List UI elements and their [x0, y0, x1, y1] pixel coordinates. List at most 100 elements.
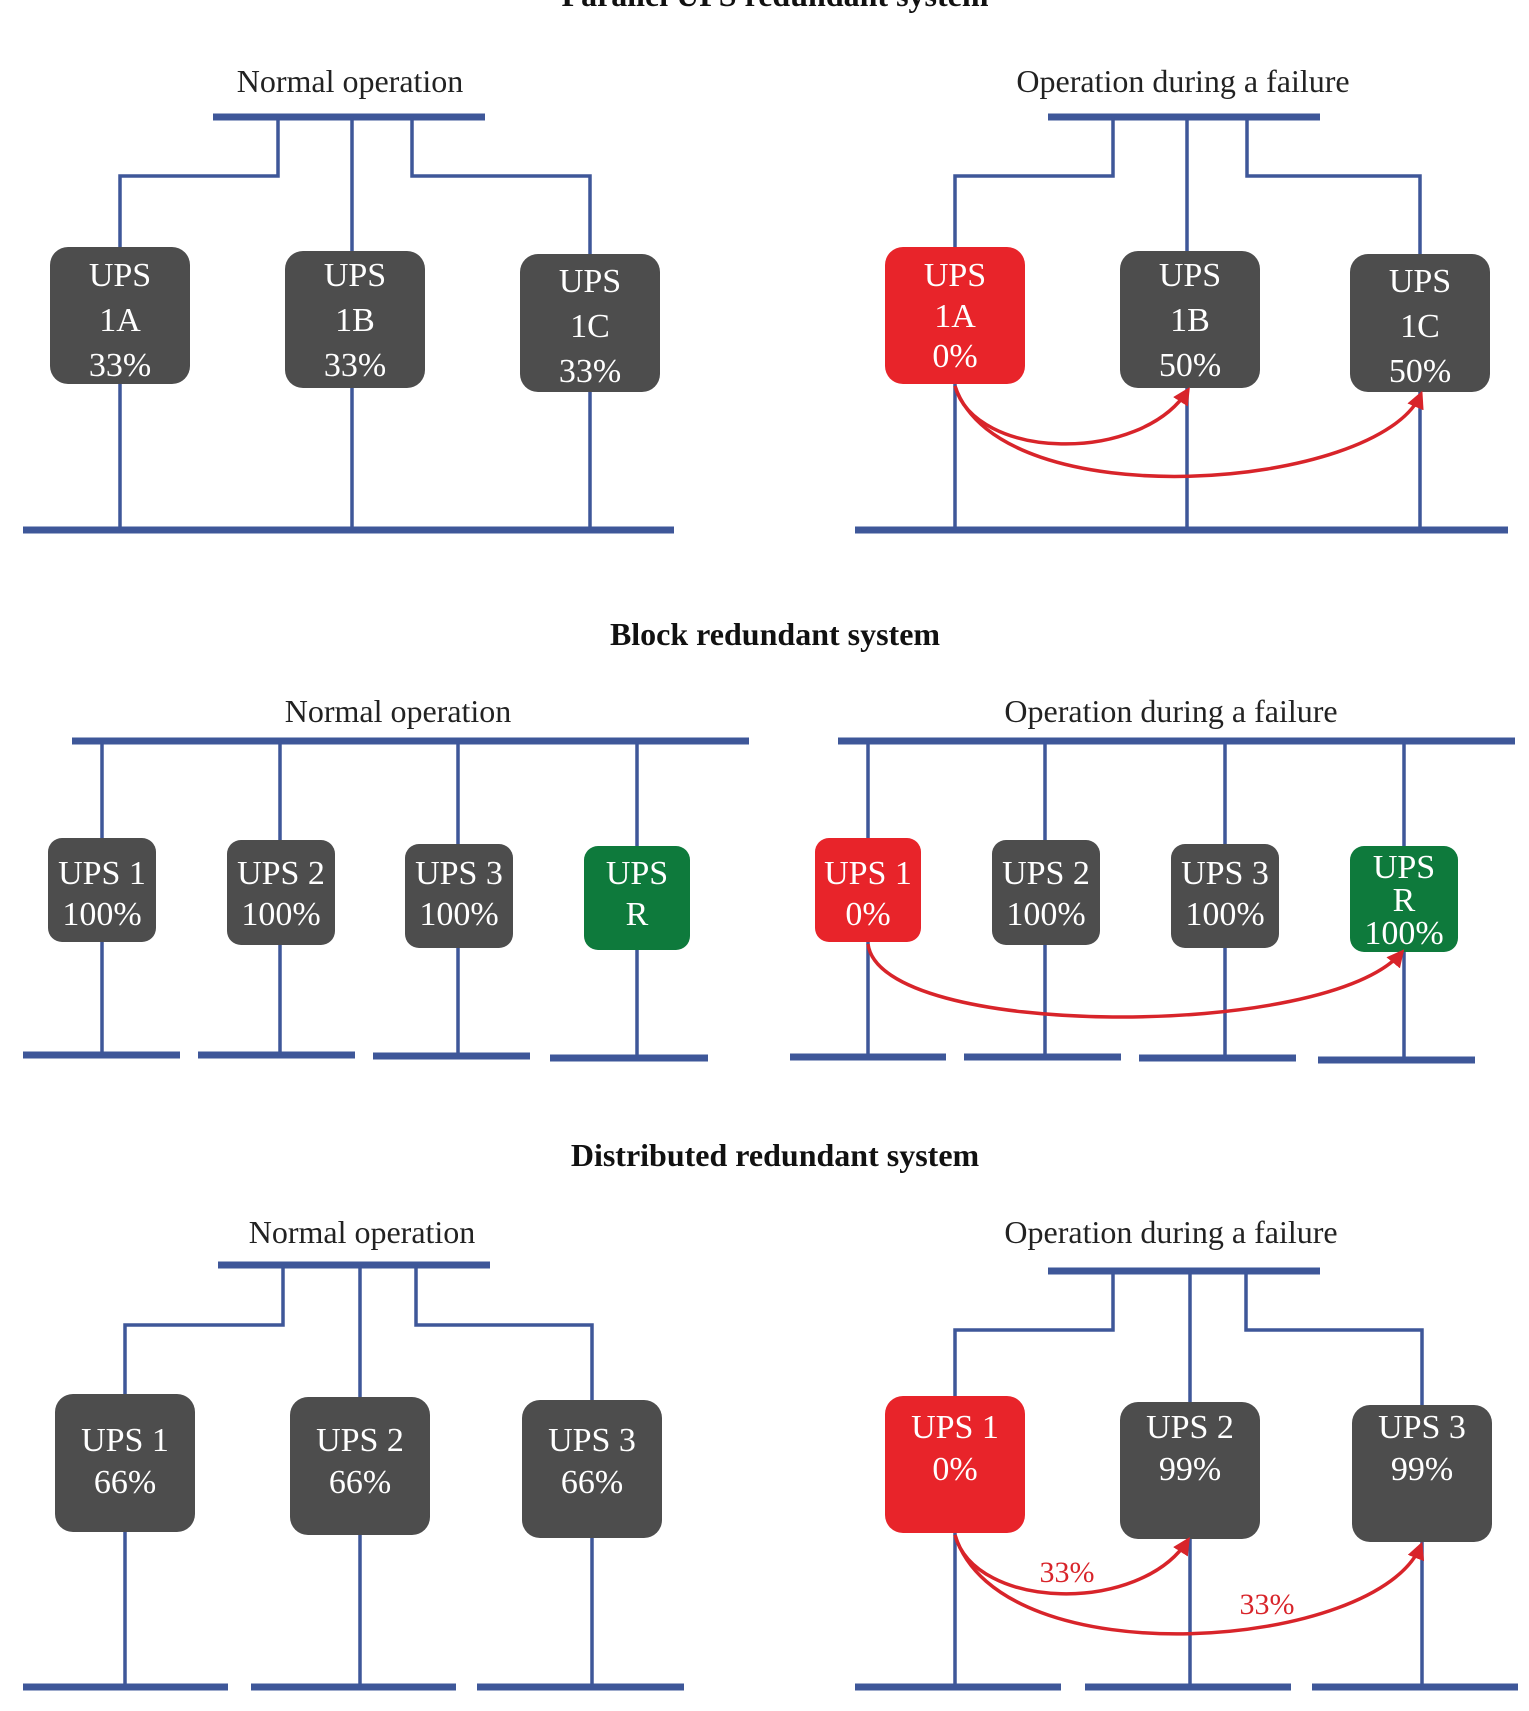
- ups-box-2: UPS 2 100%: [227, 840, 335, 945]
- ups-load: 100%: [1006, 896, 1085, 933]
- panel-label-distributed-normal: Normal operation: [249, 1214, 476, 1250]
- panel-parallel-normal: Normal operation UPS 1A 33% UPS 1B 33%: [23, 63, 674, 534]
- ups-name: UPS 2: [237, 855, 325, 892]
- ups-id: 1A: [99, 302, 141, 339]
- ups-load: 33%: [89, 347, 151, 384]
- ups-load: 99%: [1159, 1451, 1221, 1488]
- panel-label-distributed-failure: Operation during a failure: [1004, 1214, 1337, 1250]
- ups-box-1c: UPS 1C 50%: [1350, 254, 1490, 392]
- ups-load: 100%: [62, 896, 141, 933]
- ups-box-3: UPS 3 99%: [1352, 1405, 1492, 1542]
- ups-box-1: UPS 1 100%: [48, 838, 156, 942]
- ups-box-1b: UPS 1B 50%: [1120, 251, 1260, 388]
- ups-name: UPS: [1373, 849, 1435, 886]
- ups-name: UPS 1: [58, 855, 146, 892]
- feed-wire-ups3: [1244, 1271, 1424, 1405]
- panel-block-failure: Operation during a failure UPS 1 0% UPS …: [790, 693, 1515, 1064]
- ups-name: UPS 1: [824, 855, 912, 892]
- feed-wire-ups1: [123, 1265, 285, 1394]
- panel-distributed-failure: Operation during a failure UPS 1 0% UPS …: [855, 1214, 1518, 1691]
- ups-name: UPS: [89, 257, 151, 294]
- ups-box-1-failed: UPS 1 0%: [885, 1396, 1025, 1533]
- ups-box-1a: UPS 1A 33%: [50, 247, 190, 384]
- feed-wire-1a: [118, 117, 280, 247]
- ups-load: 66%: [94, 1464, 156, 1501]
- ups-box-3: UPS 3 100%: [1171, 844, 1279, 948]
- ups-id: 1A: [934, 298, 976, 335]
- ups-load: 33%: [324, 347, 386, 384]
- ups-name: UPS 3: [548, 1422, 636, 1459]
- ups-id: R: [626, 896, 649, 933]
- ups-load: 66%: [329, 1464, 391, 1501]
- ups-load: 100%: [1185, 896, 1264, 933]
- panel-block-normal: Normal operation UPS 1 100% UPS 2 100: [23, 693, 749, 1062]
- ups-id: R: [1393, 882, 1416, 919]
- feed-wire-ups3: [414, 1265, 594, 1400]
- section-title-distributed: Distributed redundant system: [571, 1137, 980, 1173]
- panel-distributed-normal: Normal operation UPS 1 66% UPS 2 66%: [23, 1214, 684, 1691]
- feed-wire-ups1: [953, 1271, 1115, 1396]
- ups-load: 0%: [932, 1451, 977, 1488]
- section-title-parallel: Parallel UPS redundant system: [562, 0, 989, 13]
- ups-box-1: UPS 1 66%: [55, 1394, 195, 1532]
- ups-name: UPS: [1159, 257, 1221, 294]
- ups-name: UPS: [324, 257, 386, 294]
- section-title-block: Block redundant system: [610, 616, 940, 652]
- ups-box-1a-failed: UPS 1A 0%: [885, 247, 1025, 384]
- ups-name: UPS: [606, 855, 668, 892]
- ups-name: UPS 3: [415, 855, 503, 892]
- ups-load: 33%: [559, 353, 621, 390]
- ups-load: 50%: [1389, 353, 1451, 390]
- feed-wire-1c: [1245, 117, 1422, 254]
- ups-box-3: UPS 3 100%: [405, 844, 513, 948]
- ups-box-1c: UPS 1C 33%: [520, 254, 660, 392]
- transfer-arrow-to-1c: [953, 385, 1424, 479]
- transfer-arrow-to-r: [866, 943, 1405, 1019]
- transfer-arrow-to-ups2: [953, 1534, 1190, 1596]
- panel-label-parallel-failure: Operation during a failure: [1016, 63, 1349, 99]
- ups-box-r: UPS R: [584, 846, 690, 950]
- panel-label-block-failure: Operation during a failure: [1004, 693, 1337, 729]
- transfer-label-ups2: 33%: [1040, 1556, 1095, 1589]
- ups-box-2: UPS 2 99%: [1120, 1402, 1260, 1539]
- section-distributed: Distributed redundant system Normal oper…: [23, 1137, 1518, 1691]
- ups-load: 100%: [241, 896, 320, 933]
- ups-name: UPS 2: [316, 1422, 404, 1459]
- transfer-label-ups3: 33%: [1240, 1588, 1295, 1621]
- ups-name: UPS 1: [911, 1409, 999, 1446]
- panel-label-block-normal: Normal operation: [285, 693, 512, 729]
- ups-load: 66%: [561, 1464, 623, 1501]
- section-parallel: Parallel UPS redundant system Normal ope…: [23, 0, 1508, 534]
- ups-name: UPS: [924, 257, 986, 294]
- ups-name: UPS 3: [1181, 855, 1269, 892]
- ups-load: 0%: [932, 338, 977, 375]
- ups-box-1-failed: UPS 1 0%: [815, 838, 921, 942]
- ups-name: UPS 2: [1146, 1409, 1234, 1446]
- transfer-arrow-to-ups3: [953, 1534, 1425, 1636]
- ups-box-1b: UPS 1B 33%: [285, 251, 425, 388]
- ups-load: 100%: [419, 896, 498, 933]
- ups-id: 1C: [1400, 308, 1440, 345]
- panel-label-parallel-normal: Normal operation: [237, 63, 464, 99]
- ups-id: 1B: [335, 302, 375, 339]
- ups-name: UPS 2: [1002, 855, 1090, 892]
- ups-name: UPS 1: [81, 1422, 169, 1459]
- ups-load: 50%: [1159, 347, 1221, 384]
- ups-name: UPS: [559, 263, 621, 300]
- ups-load: 100%: [1364, 915, 1443, 952]
- ups-box-r: UPS R 100%: [1350, 846, 1458, 952]
- ups-load: 0%: [845, 896, 890, 933]
- feed-wire-1a: [953, 117, 1115, 247]
- transfer-arrow-to-1b: [953, 385, 1190, 446]
- ups-id: 1B: [1170, 302, 1210, 339]
- ups-load: 99%: [1391, 1451, 1453, 1488]
- ups-box-2: UPS 2 100%: [992, 840, 1100, 945]
- panel-parallel-failure: Operation during a failure UPS 1A 0% UPS…: [855, 63, 1508, 534]
- ups-name: UPS 3: [1378, 1409, 1466, 1446]
- ups-box-3: UPS 3 66%: [522, 1400, 662, 1538]
- feed-wire-1c: [410, 117, 592, 254]
- ups-box-2: UPS 2 66%: [290, 1397, 430, 1535]
- ups-name: UPS: [1389, 263, 1451, 300]
- ups-id: 1C: [570, 308, 610, 345]
